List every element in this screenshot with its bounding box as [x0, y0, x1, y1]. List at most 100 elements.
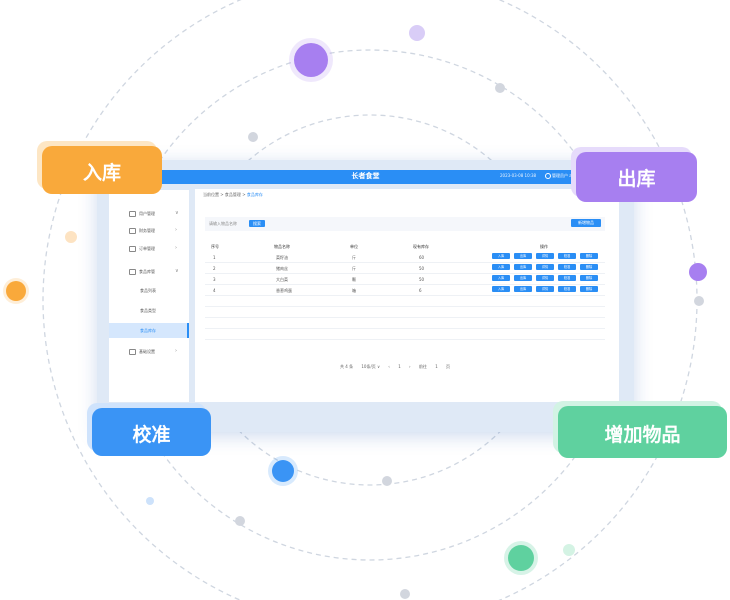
cell-no: 3 [213, 277, 216, 282]
warehouse-icon [129, 269, 136, 275]
cell-name: 香葱鸡蛋 [276, 288, 292, 293]
row-actions: 入库出库详情校准删除 [492, 264, 602, 270]
cell-name: 猪肉丝 [276, 266, 288, 271]
sidebar-item-users[interactable]: 用户管理 ∨ [109, 205, 189, 221]
sidebar-item-label: 用户管理 [139, 211, 155, 216]
empty-row [205, 328, 605, 340]
prev-page-icon[interactable]: ‹ [388, 364, 390, 369]
breadcrumb-parent[interactable]: 食品管理 [224, 192, 241, 197]
table-header: 序号 物品名称 单位 现有库存 操作 [205, 241, 605, 251]
tag-face [92, 408, 211, 456]
empty-row [205, 317, 605, 329]
calibrate-button[interactable]: 校准 [558, 275, 576, 281]
stock-out-button[interactable]: 出库 [514, 286, 532, 292]
tag-face [558, 406, 727, 458]
sidebar-item-settings[interactable]: 基础设置› [109, 343, 189, 359]
settings-icon [129, 349, 136, 355]
delete-button[interactable]: 删除 [580, 264, 598, 270]
cell-no: 2 [213, 266, 216, 271]
tag-label: 校准 [132, 424, 171, 446]
next-page-icon[interactable]: › [409, 364, 411, 369]
row-actions: 入库出库详情校准删除 [492, 286, 602, 292]
cell-unit: 颗 [352, 277, 356, 282]
sidebar-subitem-food-list[interactable]: 食品列表 [109, 283, 189, 298]
user-menu[interactable]: 管理员户 admin [545, 173, 582, 179]
chevron-right-icon: › [175, 348, 177, 354]
app-title: 长者食堂 [351, 172, 380, 180]
cell-stock: 60 [419, 255, 425, 260]
column-header-no: 序号 [211, 244, 219, 249]
details-button[interactable]: 详情 [536, 253, 554, 259]
cell-stock: 50 [419, 266, 425, 271]
sidebar-subitem-food-stock[interactable]: 食品库存 [109, 323, 189, 338]
tag-calibrate: 校准 [87, 403, 211, 456]
main-panel: 当前位置 > 食品管理 > 食品库存 请输入物品名称 搜索 新增物品 序号 物品… [195, 189, 619, 402]
table-row: 4 香葱鸡蛋 箱 6 入库出库详情校准删除 [205, 284, 605, 296]
stock-in-button[interactable]: 入库 [492, 286, 510, 292]
chevron-right-icon: › [175, 245, 177, 251]
tag-label: 增加物品 [604, 424, 681, 446]
cell-no: 1 [213, 255, 216, 260]
column-header-actions: 操作 [540, 244, 548, 249]
table-row: 1 菜籽油 斤 60 入库出库详情校准删除 [205, 251, 605, 263]
breadcrumb-home[interactable]: 当前位置 [203, 192, 219, 197]
goto-page-input[interactable]: 1 [435, 364, 438, 369]
sidebar-item-label: 食品库管 [139, 269, 155, 274]
empty-row [205, 306, 605, 318]
user-icon [545, 173, 551, 179]
sidebar-subitem-food-type[interactable]: 食品类型 [109, 303, 189, 318]
sidebar-item-label: 财务管理 [139, 228, 155, 233]
tag-stock-out: 出库 [571, 147, 697, 202]
app-window: 长者食堂 2023-03-08 10:38 管理员户 admin 用户管理 ∨ 财… [97, 160, 634, 432]
delete-button[interactable]: 删除 [580, 253, 598, 259]
stock-out-button[interactable]: 出库 [514, 253, 532, 259]
cell-stock: 50 [419, 277, 425, 282]
details-button[interactable]: 详情 [536, 264, 554, 270]
page-size-select[interactable]: 10条/页 ∨ [361, 364, 381, 369]
tag-add-item: 增加物品 [553, 401, 727, 458]
cell-unit: 箱 [352, 288, 356, 293]
stock-in-button[interactable]: 入库 [492, 275, 510, 281]
search-input[interactable]: 请输入物品名称 [209, 221, 237, 226]
sidebar-item-warehouse[interactable]: 食品库管∨ [109, 263, 189, 279]
tag-label: 出库 [617, 168, 656, 190]
row-actions: 入库出库详情校准删除 [492, 253, 602, 259]
column-header-unit: 单位 [350, 244, 358, 249]
delete-button[interactable]: 删除 [580, 275, 598, 281]
table-row: 2 猪肉丝 斤 50 入库出库详情校准删除 [205, 262, 605, 274]
calibrate-button[interactable]: 校准 [558, 253, 576, 259]
delete-button[interactable]: 删除 [580, 286, 598, 292]
search-button[interactable]: 搜索 [249, 220, 265, 227]
breadcrumb-current: 食品库存 [246, 192, 263, 197]
cell-name: 菜籽油 [276, 255, 288, 260]
current-page[interactable]: 1 [398, 364, 401, 369]
stock-in-button[interactable]: 入库 [492, 264, 510, 270]
stock-out-button[interactable]: 出库 [514, 264, 532, 270]
user-name: 管理员户 admin [552, 173, 582, 178]
calibrate-button[interactable]: 校准 [558, 286, 576, 292]
tag-label: 入库 [82, 162, 121, 184]
stock-in-button[interactable]: 入库 [492, 253, 510, 259]
column-header-name: 物品名称 [274, 244, 290, 249]
row-actions: 入库出库详情校准删除 [492, 275, 602, 281]
chevron-down-icon: ∨ [175, 210, 179, 216]
stock-out-button[interactable]: 出库 [514, 275, 532, 281]
goto-label: 前往 [418, 364, 427, 369]
datetime: 2023-03-08 10:38 [500, 173, 537, 178]
table-row: 3 大白菜 颗 50 入库出库详情校准删除 [205, 273, 605, 285]
sidebar-subitem-label: 食品类型 [140, 308, 156, 313]
add-item-button[interactable]: 新增物品 [571, 219, 601, 227]
order-icon [129, 246, 136, 252]
cell-unit: 斤 [352, 255, 356, 260]
total-count: 共 4 条 [340, 364, 354, 369]
sidebar-item-label: 订单管理 [139, 246, 155, 251]
cell-stock: 6 [419, 288, 422, 293]
breadcrumb-separator: > [220, 192, 224, 197]
details-button[interactable]: 详情 [536, 286, 554, 292]
sidebar-item-orders[interactable]: 订单管理 › [109, 240, 189, 256]
sidebar-item-finance[interactable]: 财务管理 › [109, 222, 189, 238]
details-button[interactable]: 详情 [536, 275, 554, 281]
chevron-right-icon: › [175, 227, 177, 233]
calibrate-button[interactable]: 校准 [558, 264, 576, 270]
